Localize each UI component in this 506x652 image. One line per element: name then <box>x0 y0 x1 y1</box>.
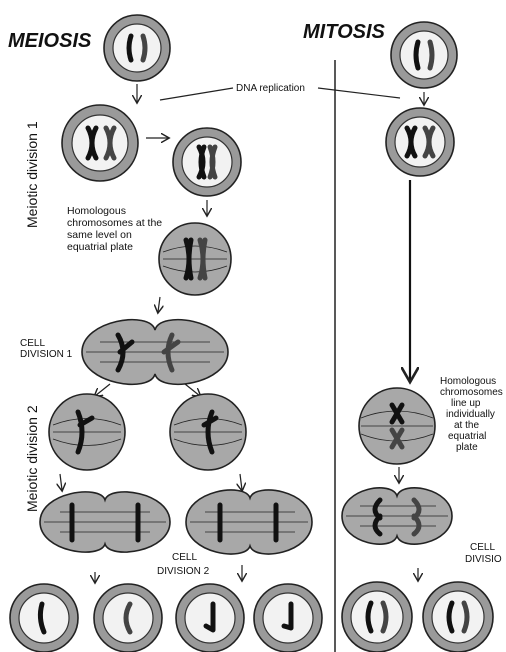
mitosis-heading: MITOSIS <box>303 21 386 43</box>
svg-text:DIVISION 1: DIVISION 1 <box>20 349 73 360</box>
gamete-cell-2 <box>94 584 162 652</box>
meiosis-paired-cell <box>173 128 241 196</box>
svg-text:CELL: CELL <box>20 338 45 349</box>
arrow-right-to-anaphase-2 <box>240 474 242 490</box>
svg-text:CELL: CELL <box>470 542 495 553</box>
dna-replication-leader-right <box>318 88 400 98</box>
mitosis-daughter-cell-2 <box>423 582 493 652</box>
meiosis-parent-cell <box>104 15 170 81</box>
svg-text:same level on: same level on <box>67 229 132 241</box>
svg-text:DIVISIO: DIVISIO <box>465 554 502 565</box>
gamete-cell-3 <box>176 584 244 652</box>
gamete-cell-4 <box>254 584 322 652</box>
meiosis-2-left-cell <box>49 394 125 470</box>
dna-replication-leader-left <box>160 88 233 100</box>
meiotic-division-2-label: Meiotic division 2 <box>24 405 40 512</box>
meiosis-2-right-cell <box>170 394 246 470</box>
svg-text:individually: individually <box>446 409 495 420</box>
svg-text:plate: plate <box>456 442 478 453</box>
svg-text:Homologous: Homologous <box>67 205 126 217</box>
mitosis-daughter-cell-1 <box>342 582 412 652</box>
meiosis-2-left-anaphase-cell <box>40 492 170 552</box>
svg-text:DIVISION 2: DIVISION 2 <box>157 566 210 577</box>
gamete-cell-1 <box>10 584 78 652</box>
meiosis-heading: MEIOSIS <box>8 30 92 52</box>
meiosis-anaphase-1-cell <box>82 320 228 385</box>
arrow-anaphase-to-left-daughter <box>95 384 110 396</box>
svg-text:chromosomes: chromosomes <box>440 387 503 398</box>
svg-text:chromosomes at the: chromosomes at the <box>67 217 162 229</box>
meiosis-replicated-cell <box>62 105 138 181</box>
meiosis-metaphase-1-cell <box>159 223 231 295</box>
mitosis-replicated-cell <box>386 108 454 176</box>
mitosis-metaphase-cell <box>359 388 435 464</box>
dna-replication-label: DNA replication <box>236 83 305 94</box>
mitosis-parent-cell <box>391 22 457 88</box>
arrow-left-to-anaphase-2 <box>60 474 62 490</box>
arrow-metaphase-to-anaphase <box>158 297 160 312</box>
cell-division-2-label: CELL DIVISION 2 <box>157 552 210 577</box>
homologous-same-level-label: Homologous chromosomes at the same level… <box>67 205 162 253</box>
meiotic-division-1-label: Meiotic division 1 <box>24 121 40 228</box>
svg-text:Homologous: Homologous <box>440 376 496 387</box>
mitosis-anaphase-cell <box>342 488 452 544</box>
homologous-individually-label: Homologous chromosomes line up individua… <box>440 376 503 453</box>
meiosis-2-right-anaphase-cell <box>186 490 312 554</box>
cell-division-1-label: CELL DIVISION 1 <box>20 338 73 360</box>
svg-text:equatrial: equatrial <box>448 431 486 442</box>
svg-text:CELL: CELL <box>172 552 197 563</box>
svg-text:line up: line up <box>451 398 481 409</box>
arrow-anaphase-to-right-daughter <box>185 384 200 396</box>
svg-text:at the: at the <box>454 420 479 431</box>
cell-division-mitosis-label: CELL DIVISIO <box>465 542 502 565</box>
svg-text:equatrial plate: equatrial plate <box>67 241 133 253</box>
